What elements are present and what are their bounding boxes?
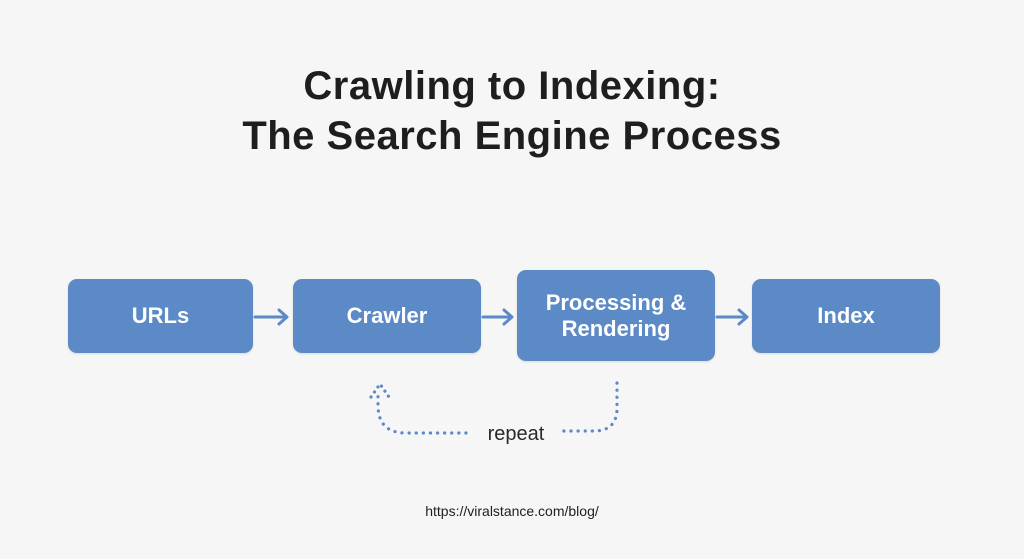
source-url: https://viralstance.com/blog/: [425, 503, 599, 519]
step-box-urls: URLs: [68, 279, 253, 353]
step-label-processing-line-1: Processing &: [545, 289, 687, 315]
diagram-title-line-2: The Search Engine Process: [242, 114, 782, 158]
repeat-loop-arrow: [369, 381, 619, 435]
step-label-urls: URLs: [131, 303, 190, 328]
arrow-processing-to-index: [715, 308, 749, 326]
arrow-urls-to-crawler: [253, 308, 289, 326]
step-box-index: Index: [752, 279, 940, 353]
diagram-title-line-1: Crawling to Indexing:: [303, 64, 721, 108]
step-box-processing-rendering: Processing & Rendering: [517, 270, 715, 361]
step-label-crawler: Crawler: [346, 303, 428, 328]
arrow-crawler-to-processing: [481, 308, 514, 326]
repeat-loop-label: repeat: [487, 423, 545, 445]
step-label-processing-line-2: Rendering: [561, 315, 671, 341]
step-box-crawler: Crawler: [293, 279, 481, 353]
step-label-index: Index: [817, 303, 875, 328]
